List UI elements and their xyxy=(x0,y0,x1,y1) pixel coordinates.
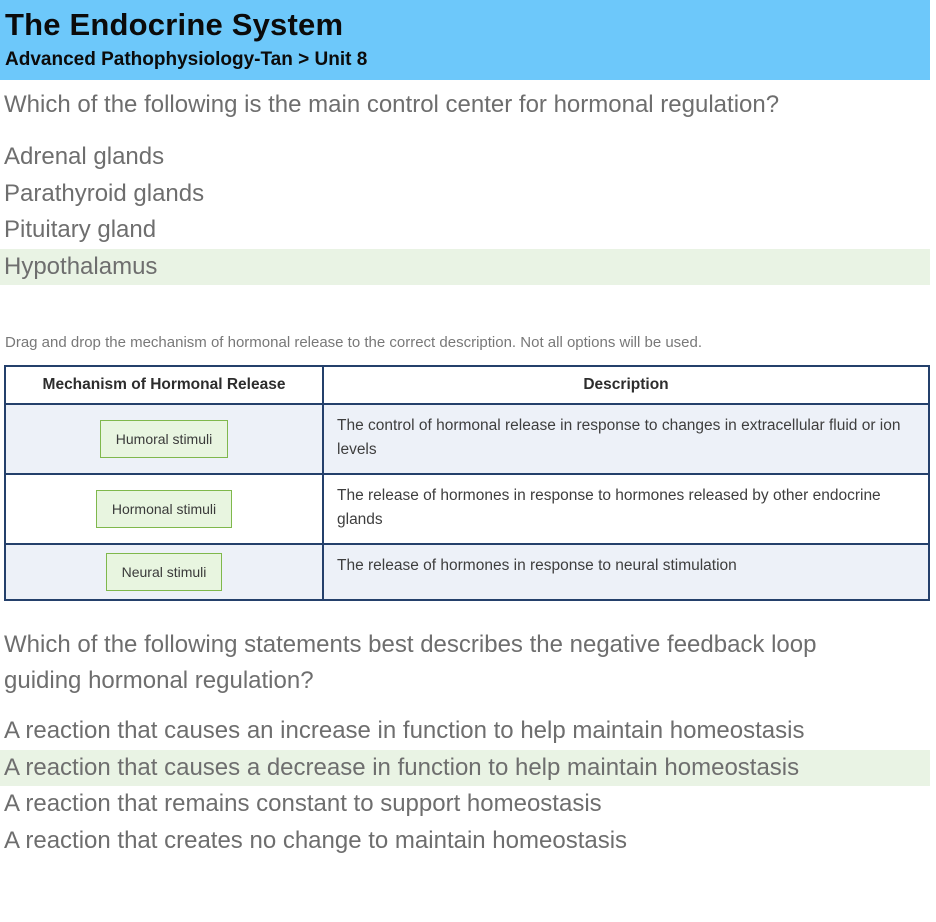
answer-option-pituitary-gland[interactable]: Pituitary gland xyxy=(4,216,157,243)
drop-zone-cell[interactable]: Humoral stimuli xyxy=(4,403,324,475)
drag-chip-neural-stimuli[interactable]: Neural stimuli xyxy=(105,553,223,591)
answer-option-hypothalamus-selected[interactable]: Hypothalamus xyxy=(0,248,930,285)
drag-chip-humoral-stimuli[interactable]: Humoral stimuli xyxy=(99,420,229,458)
column-header-mechanism: Mechanism of Hormonal Release xyxy=(4,365,324,405)
description-cell: The control of hormonal release in respo… xyxy=(322,403,930,475)
question-2-options: A reaction that causes an increase in fu… xyxy=(0,713,936,859)
description-cell: The release of hormones in response to n… xyxy=(322,543,930,601)
column-header-description: Description xyxy=(322,365,930,405)
answer-option-increase-function[interactable]: A reaction that causes an increase in fu… xyxy=(4,717,805,744)
drag-drop-table: Mechanism of Hormonal Release Descriptio… xyxy=(4,365,930,601)
answer-option-decrease-function-selected[interactable]: A reaction that causes a decrease in fun… xyxy=(0,749,930,786)
drop-zone-cell[interactable]: Neural stimuli xyxy=(4,543,324,601)
drop-zone-cell[interactable]: Hormonal stimuli xyxy=(4,473,324,545)
description-cell: The release of hormones in response to h… xyxy=(322,473,930,545)
page-title: The Endocrine System xyxy=(5,7,344,42)
drag-drop-instruction: Drag and drop the mechanism of hormonal … xyxy=(5,334,703,351)
table-row: Hormonal stimuli The release of hormones… xyxy=(4,473,930,545)
answer-option-adrenal-glands[interactable]: Adrenal glands xyxy=(4,143,165,170)
table-row: Humoral stimuli The control of hormonal … xyxy=(4,403,930,475)
answer-option-parathyroid-glands[interactable]: Parathyroid glands xyxy=(4,179,205,207)
answer-option-no-change[interactable]: A reaction that creates no change to mai… xyxy=(4,826,628,854)
breadcrumb: Advanced Pathophysiology-Tan > Unit 8 xyxy=(5,49,368,70)
lesson-header: The Endocrine System Advanced Pathophysi… xyxy=(0,0,930,80)
question-1-options: Adrenal glands Parathyroid glands Pituit… xyxy=(0,139,936,285)
table-header-row: Mechanism of Hormonal Release Descriptio… xyxy=(4,365,930,405)
question-2-text: Which of the following statements best d… xyxy=(4,631,817,694)
table-row: Neural stimuli The release of hormones i… xyxy=(4,543,930,601)
drag-chip-hormonal-stimuli[interactable]: Hormonal stimuli xyxy=(95,490,233,528)
question-1-text: Which of the following is the main contr… xyxy=(4,91,780,118)
answer-option-remains-constant[interactable]: A reaction that remains constant to supp… xyxy=(4,790,602,817)
